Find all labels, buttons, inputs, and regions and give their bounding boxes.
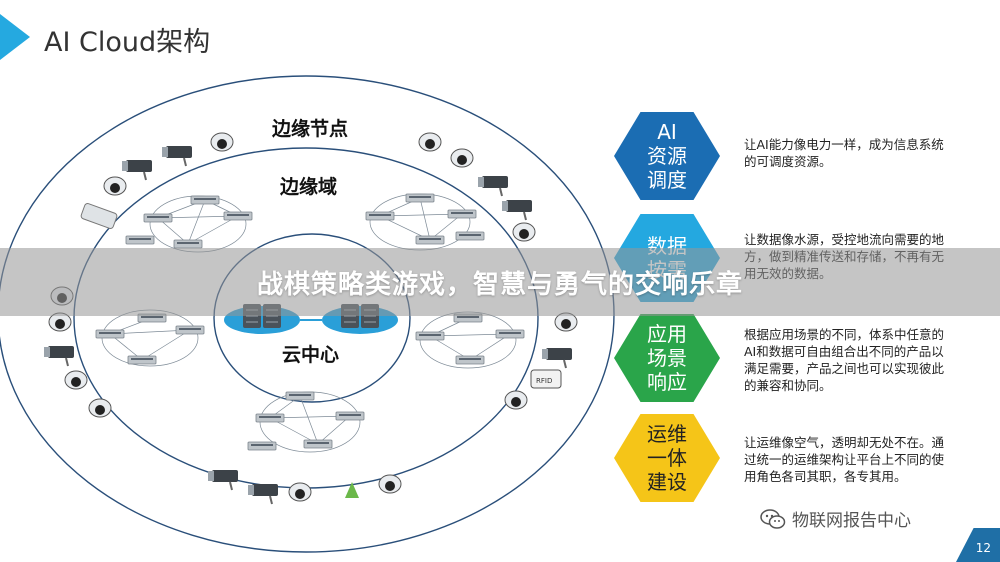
watermark-text: 物联网报告中心 [792, 511, 911, 531]
edge-domain-label: 边缘域 [280, 176, 338, 198]
overlay-banner: 战棋策略类游戏，智慧与勇气的交响乐章 [0, 248, 1000, 316]
edge-node-label: 边缘节点 [272, 118, 349, 140]
overlay-banner-text: 战棋策略类游戏，智慧与勇气的交响乐章 [256, 269, 743, 300]
ring-cloud-center [213, 233, 411, 403]
desc-ai-scheduling: 让AI能力像电力一样，成为信息系统的可调度资源。 [744, 137, 944, 169]
desc-scenario-response: 根据应用场景的不同，体系中任意的AI和数据可自由组合出不同的产品以满足需要，产品… [744, 327, 945, 393]
hex-ai-scheduling: AI 资源 调度 [614, 112, 720, 200]
camera-devices [43, 132, 578, 505]
slide-title: AI Cloud架构 [44, 27, 211, 58]
cloud-center-label: 云中心 [282, 344, 340, 366]
hex-ops-integration-label: 运维 一体 建设 [647, 422, 687, 494]
desc-ops-integration: 让运维像空气，透明却无处不在。通过统一的运维架构让平台上不同的使用角色各司其职，… [744, 435, 945, 484]
hex-scenario-response-label: 应用 场景 响应 [647, 322, 687, 394]
wechat-icon [760, 508, 786, 529]
rfid-reader-icon: RFID [530, 369, 562, 389]
rfid-tag-text: RFID [536, 377, 552, 385]
hex-ai-scheduling-label: AI 资源 调度 [647, 120, 687, 192]
hex-ops-integration: 运维 一体 建设 [614, 414, 720, 502]
title-accent-triangle [0, 14, 30, 60]
hex-scenario-response: 应用 场景 响应 [614, 314, 720, 402]
page-number: 12 [956, 528, 1000, 562]
watermark: 物联网报告中心 [760, 506, 911, 531]
